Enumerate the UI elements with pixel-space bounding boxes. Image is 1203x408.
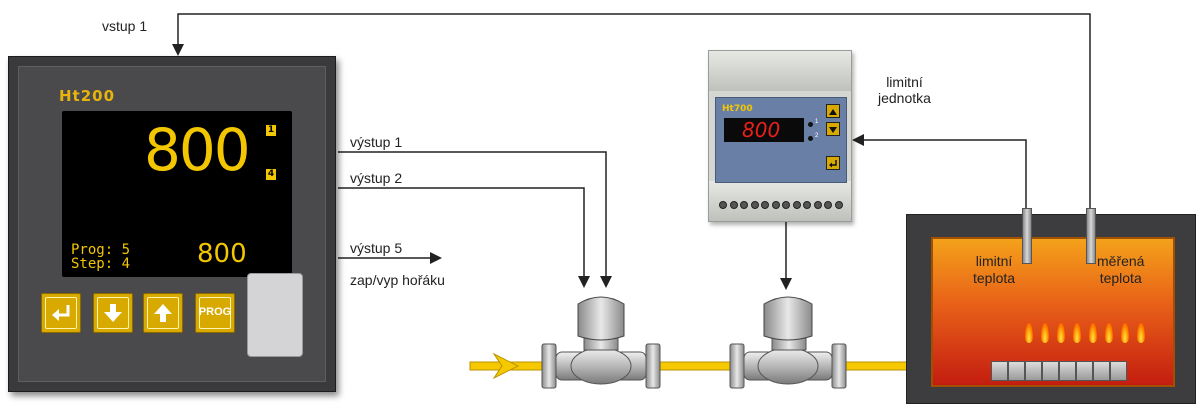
limit-temperature-probe (1022, 208, 1032, 264)
label-input-1: vstup 1 (102, 18, 148, 34)
step-line: Step: 4 (71, 256, 131, 272)
flame-icon (1057, 323, 1065, 343)
prog-button-label: PROG (198, 306, 232, 318)
arrow-up-icon (154, 304, 172, 322)
arrow-up-icon (829, 109, 837, 115)
flame-icon (1089, 323, 1097, 343)
measured-temperature-probe (1086, 208, 1096, 264)
led-2 (808, 136, 813, 141)
led-1 (808, 122, 813, 127)
label-output-1: výstup 1 (350, 134, 403, 150)
up-button[interactable] (143, 293, 183, 333)
enter-button[interactable] (41, 293, 81, 333)
ht200-window (247, 273, 303, 357)
ht700-limit-unit: Ht700 800 1 2 (708, 50, 852, 222)
enter-arrow-icon (829, 160, 837, 168)
label-limit-temperature: limitní teplota (973, 253, 1015, 287)
secondary-value: 800 (197, 239, 247, 269)
flame-icon (1105, 323, 1113, 343)
label-burner-onoff: zap/vyp hořáku (350, 272, 445, 288)
ht700-enter-button[interactable] (826, 156, 840, 170)
label-limit-temp-line1: limitní (975, 253, 1013, 269)
label-measured-temp-line2: teplota (1099, 270, 1142, 286)
ht700-brand: Ht700 (722, 104, 753, 114)
down-button[interactable] (93, 293, 133, 333)
label-measured-temperature: měřená teplota (1097, 253, 1144, 287)
furnace: limitní teplota měřená teplota (906, 214, 1196, 404)
ht700-display-value: 800 (742, 118, 781, 142)
ht700-up-button[interactable] (826, 104, 840, 118)
led-2-label: 2 (815, 133, 819, 139)
main-value: 800 (144, 116, 251, 184)
label-limit-unit-line2: jednotka (878, 90, 931, 106)
burner (991, 361, 1127, 381)
flame-icon (1121, 323, 1129, 343)
ht200-display: 800 1 4 Prog: 5 Step: 4 800 (62, 111, 292, 277)
flame-icon (1137, 323, 1145, 343)
prog-button[interactable]: PROG (195, 293, 235, 333)
prog-step-readout: Prog: 5 Step: 4 (71, 243, 130, 271)
ht200-controller: Ht200 800 1 4 Prog: 5 Step: 4 800 PROG (8, 56, 336, 392)
indicator-top: 1 (266, 125, 276, 136)
flame-icon (1073, 323, 1081, 343)
led-1-label: 1 (815, 119, 819, 125)
top-terminal-rail (709, 51, 851, 91)
label-limit-unit: limitní jednotka (878, 74, 931, 106)
ht700-panel: Ht700 800 1 2 (715, 97, 847, 183)
ht200-brand: Ht200 (59, 87, 116, 105)
ht700-down-button[interactable] (826, 122, 840, 136)
enter-arrow-icon (52, 305, 70, 321)
arrow-down-icon (104, 304, 122, 322)
label-output-5: výstup 5 (350, 240, 403, 256)
valve-1 (541, 296, 661, 389)
flame-icon (1025, 323, 1033, 343)
prog-line: Prog: 5 (71, 242, 131, 258)
label-measured-temp-line1: měřená (1097, 253, 1145, 269)
terminal-pins (719, 201, 843, 209)
arrow-down-icon (829, 127, 837, 133)
label-limit-temp-line2: teplota (973, 270, 1016, 286)
gas-flow-arrow-icon (492, 352, 520, 380)
ht700-display: 800 (724, 118, 804, 142)
valve-2 (729, 296, 847, 389)
label-output-2: výstup 2 (350, 170, 403, 186)
flame-icon (1041, 323, 1049, 343)
label-limit-unit-line1: limitní (886, 74, 923, 90)
indicator-bottom: 4 (266, 169, 276, 180)
